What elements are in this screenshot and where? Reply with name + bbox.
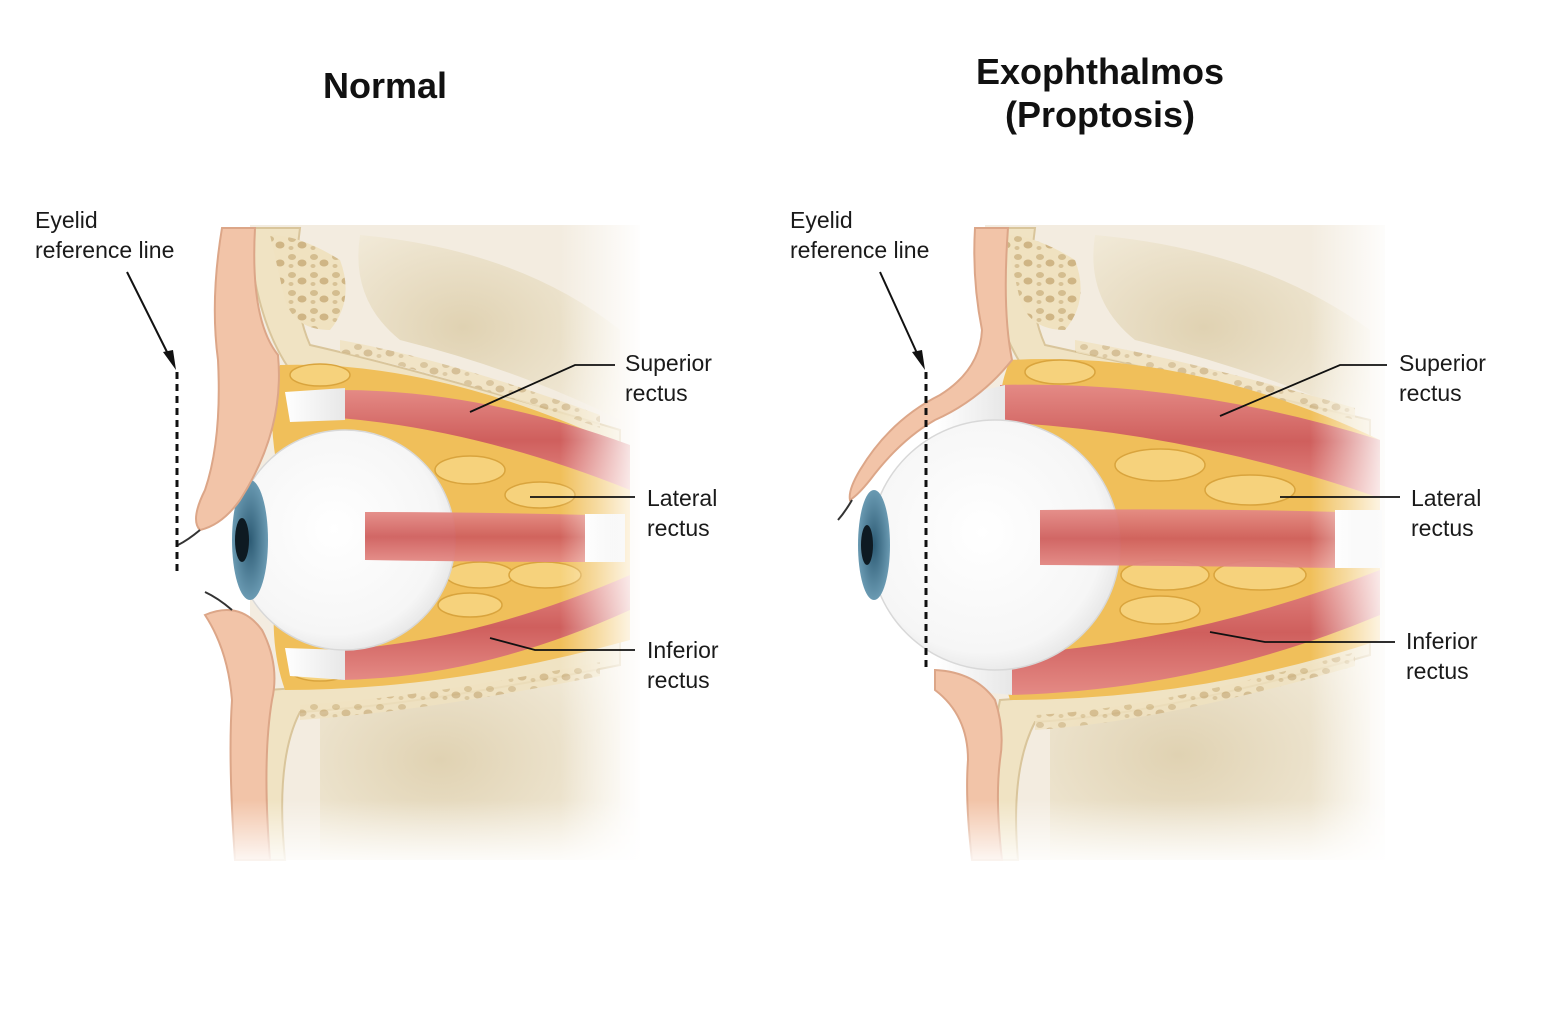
reference-pointer-2 [879,271,922,363]
exo-superior-label: Superior rectus [1399,348,1486,408]
normal-inferior-label-line2: rectus [647,667,710,693]
normal-inferior-label-line1: Inferior [647,637,719,663]
exo-lateral-label: Lateral rectus [1411,483,1481,543]
roof-spongy-bone [340,340,600,428]
pupil-2 [861,525,873,565]
normal-lateral-label-line2: rectus [647,515,710,541]
normal-reference-label-line1: Eyelid [35,207,98,233]
exo-reference-label-line1: Eyelid [790,207,853,233]
normal-lateral-label: Lateral rectus [647,483,717,543]
exo-lateral-label-line2: rectus [1411,515,1474,541]
normal-inferior-label: Inferior rectus [647,635,719,695]
normal-superior-label: Superior rectus [625,348,712,408]
exo-inferior-label-line2: rectus [1406,658,1469,684]
upper-eyelid-2 [848,227,1014,502]
exophthalmos-title-line1: Exophthalmos [975,51,1225,92]
normal-reference-label: Eyelid reference line [35,205,174,265]
normal-panel [126,220,650,870]
normal-superior-label-line1: Superior [625,350,712,376]
upper-lashes-2 [837,499,853,521]
normal-lateral-label-line1: Lateral [647,485,718,511]
exo-reference-label-line2: reference line [790,237,930,263]
floor-spongy-bone-2 [1035,652,1355,730]
exophthalmos-panel [837,220,1400,870]
upper-sinus-2 [1093,235,1370,420]
reference-arrowhead [163,350,176,370]
normal-superior-label-line2: rectus [625,380,688,406]
iris [232,480,268,600]
floor-spongy-bone [300,662,600,720]
exo-superior-label-line2: rectus [1399,380,1462,406]
upper-lashes [177,529,201,546]
superior-rectus-muscle [340,390,630,490]
normal-reference-label-line2: reference line [35,237,175,263]
exophthalmos-title: Exophthalmos (Proptosis) [930,50,1270,136]
exophthalmos-title-line2: (Proptosis) [1004,94,1195,135]
exo-superior-label-line1: Superior [1399,350,1486,376]
frontal-bone-spongy-2 [1005,235,1081,330]
superior-rectus-muscle-2 [1000,384,1380,498]
inferior-leader-line [489,637,635,651]
lower-lashes [204,591,233,611]
iris-2 [858,490,890,600]
lateral-rectus-muscle-2 [1040,509,1340,568]
inferior-rectus-muscle-2 [1010,570,1380,695]
right-fade-2 [1310,220,1395,865]
inferior-rectus-tendon [285,648,345,680]
superior-leader-line-2 [1219,364,1387,417]
fat-lobules-2 [1024,359,1307,625]
exo-lateral-label-line1: Lateral [1411,485,1482,511]
right-fade [560,220,645,865]
exo-inferior-label: Inferior rectus [1406,626,1478,686]
lateral-rectus-muscle [365,512,590,562]
exo-inferior-label-line1: Inferior [1406,628,1478,654]
bottom-fade [200,800,650,870]
inferior-leader-line-2 [1209,631,1395,643]
normal-title: Normal [322,65,448,106]
pupil [235,518,249,562]
roof-spongy-bone-2 [1075,340,1355,420]
superior-rectus-tendon [285,388,345,422]
bottom-fade-2 [940,800,1400,870]
frontal-bone-spongy [270,235,346,330]
inferior-rectus-muscle [340,575,630,680]
superior-leader-line [469,364,615,413]
reference-arrowhead-2 [912,350,925,370]
reference-pointer [126,271,173,363]
exo-reference-label: Eyelid reference line [790,205,929,265]
upper-eyelid [195,227,280,532]
